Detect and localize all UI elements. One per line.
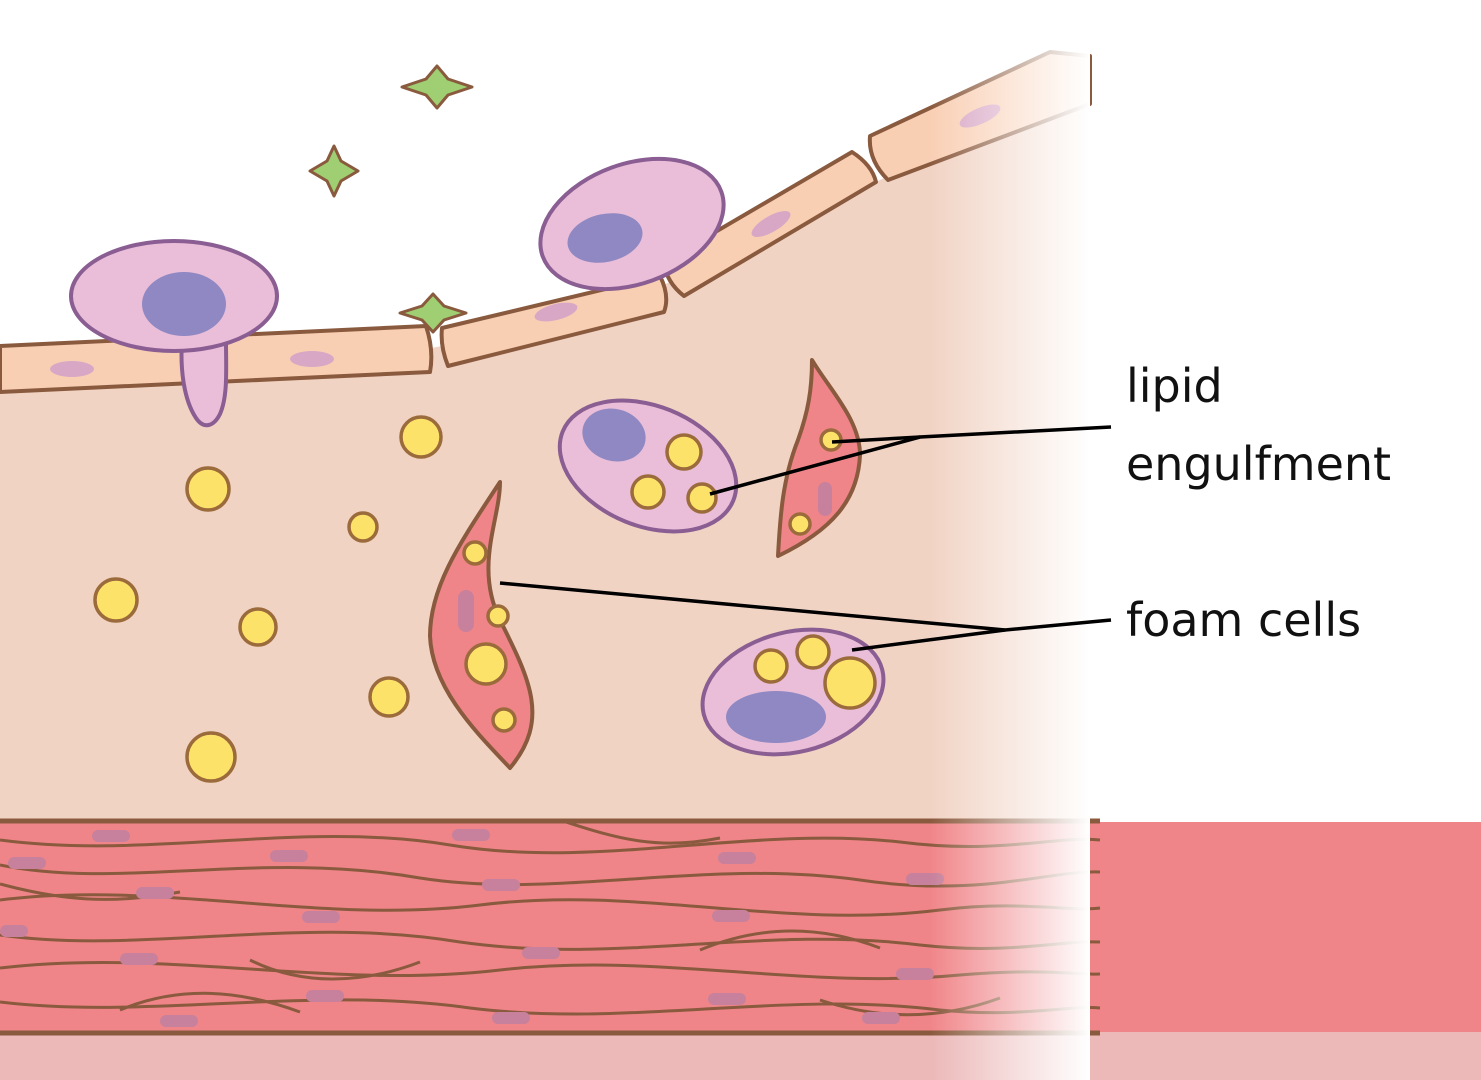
label-engulfment: engulfment: [1126, 437, 1391, 491]
lipid-droplet-icon: [93, 415, 443, 783]
adventitia-layer: [0, 1032, 1481, 1080]
monocyte-icon: [69, 239, 279, 428]
label-foam-cells: foam cells: [1126, 593, 1361, 647]
smooth-muscle-cell-icon: [428, 480, 535, 770]
label-lipid: lipid: [1126, 359, 1223, 413]
smooth-muscle-layer: [0, 822, 1481, 1032]
right-fade: [930, 0, 1090, 1080]
macrophage-icon: [557, 398, 739, 534]
leader-lines: [499, 425, 1112, 652]
intima-tissue: [0, 80, 1090, 820]
smooth-muscle-cell-icon: [776, 358, 862, 558]
monocyte-icon: [538, 156, 726, 292]
cytokine-star-icon: [308, 64, 474, 334]
foam-cell-icon: [700, 627, 886, 757]
